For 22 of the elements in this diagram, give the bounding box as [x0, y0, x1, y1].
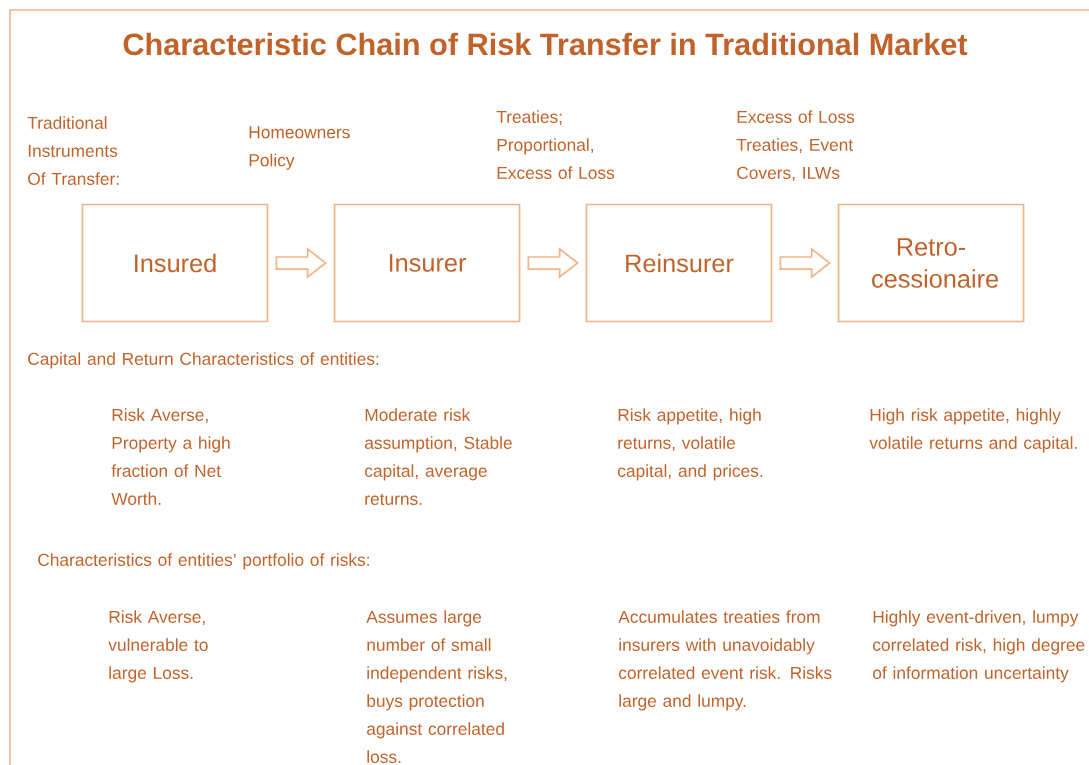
note-text: Treaties; Proportional, Excess of Loss [496, 110, 615, 179]
note-text: Traditional Instruments Of Transfer: [27, 116, 119, 185]
block-arrow [275, 247, 328, 279]
note-text: Highly event-driven, lumpy correlated risk, high degree of information uncertainty [873, 610, 1085, 683]
note-text: Capital and Return Characteristics of entities: [28, 352, 379, 369]
note-text: Risk Averse, vulnerable to large Loss. [108, 610, 208, 683]
note-text: Risk appetite, high returns, volatile capital, and prices. [618, 408, 763, 481]
block-arrow [779, 247, 832, 279]
entity-box: Retro-cessionaire [837, 203, 1025, 323]
note-text: Assumes large number of small independent risks, buys protection against correlated loss. [366, 610, 507, 763]
entity-box: Insured [81, 203, 269, 323]
title: Characteristic Chain of Risk Transfer in Traditional Market [123, 32, 968, 56]
note-text: Risk Averse, Property a high fraction of Net Worth. [111, 408, 230, 505]
entity-box: Reinsurer [585, 203, 773, 323]
entity-box: Insurer [333, 203, 521, 323]
note-text: Characteristics of entities’ portfolio of risks: [38, 553, 369, 570]
note-text: Excess of Loss Treaties, Event Covers, ILWs [736, 110, 855, 182]
note-text: High risk appetite, highly volatile returns and capital. [869, 408, 1077, 453]
note-text: Homeowners Policy [249, 126, 350, 170]
block-arrow [527, 247, 580, 279]
note-text: Moderate risk assumption, Stable capital, average returns. [365, 408, 512, 505]
note-text: Accumulates treaties from insurers with unavoidably correlated event risk. Risks large and lumpy. [618, 610, 832, 711]
